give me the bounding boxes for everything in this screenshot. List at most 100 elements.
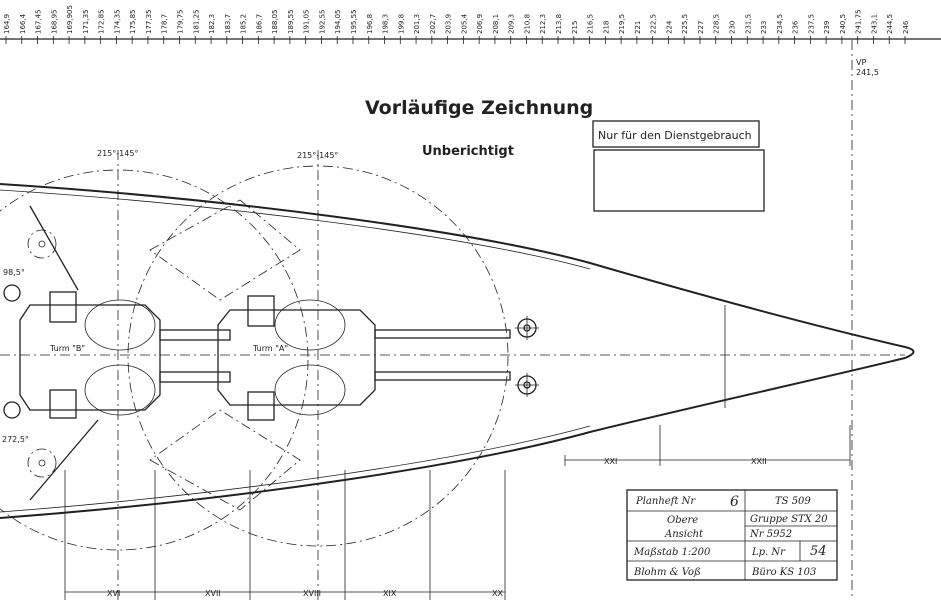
nr-value: Nr 5952 <box>749 529 792 540</box>
ruler-tick-label: 191,05 <box>303 10 311 35</box>
ruler-tick-label: 175,85 <box>129 10 137 35</box>
ruler-tick-label: 243,1 <box>870 14 878 34</box>
obere-label: Obere <box>667 515 698 526</box>
ruler-tick-label: 186,7 <box>255 14 263 34</box>
arc-label-b: 215°-145° <box>97 149 138 158</box>
ruler-tick-label: 227 <box>697 21 705 34</box>
turret-a-barrels <box>374 329 511 381</box>
ansicht-label: Ansicht <box>664 529 704 540</box>
hull-outline <box>0 183 915 519</box>
ts-number: TS 509 <box>775 496 811 507</box>
ruler-tick-label: 239 <box>823 21 831 34</box>
ruler-tick-label: 203,9 <box>445 14 453 34</box>
ruler-tick-label: 169,905 <box>66 5 74 34</box>
gruppe-value: Gruppe STX 20 <box>750 514 828 525</box>
ruler-tick-label: 218 <box>602 21 610 34</box>
ruler-tick-label: 183,7 <box>224 14 232 34</box>
ruler-tick-label: 185,2 <box>240 14 248 34</box>
ruler-tick-label: 236 <box>792 20 800 34</box>
title-block: Planheft Nr 6 TS 509 Obere Ansicht Grupp… <box>626 489 838 581</box>
ruler-tick-label: 201,3 <box>413 14 421 34</box>
vp-label: VP <box>856 58 866 67</box>
ruler-tick-label: 189,55 <box>287 10 295 35</box>
ruler-tick-label: 206,9 <box>476 14 484 34</box>
frame-xvi: XVI <box>107 589 120 598</box>
massstab-label: Maßstab 1:200 <box>633 547 711 558</box>
ruler-tick-label: 181,25 <box>192 10 200 35</box>
ruler-tick-label: 199,8 <box>397 14 405 34</box>
ruler-tick-label: 194,05 <box>334 10 342 35</box>
ruler-tick-label: 192,55 <box>318 10 326 35</box>
stamp-box <box>592 120 760 148</box>
ruler-tick-label: 241,75 <box>855 10 863 35</box>
ruler-tick-label: 240,5 <box>839 14 847 34</box>
frame-xvii: XVII <box>205 589 221 598</box>
frame-xviii: XVIII <box>303 589 321 598</box>
classification-stamp: Nur für den Dienstgebrauch <box>592 120 765 212</box>
ruler-tick-label: 230 <box>729 21 737 34</box>
planheft-number: 6 <box>730 494 739 510</box>
ruler-tick-label: 179,75 <box>176 10 184 35</box>
ruler-tick-label: 234,5 <box>776 14 784 34</box>
ruler-tick-label: 244,5 <box>886 14 894 34</box>
ruler-tick-label: 231,5 <box>744 14 752 34</box>
ruler-tick-label: 215 <box>571 21 579 34</box>
stamp-empty-box <box>593 149 765 212</box>
ruler-tick-label: 219,5 <box>618 14 626 34</box>
ruler-tick-label: 188,05 <box>271 10 279 35</box>
turret-b-barrels <box>159 329 231 383</box>
drawing-subtitle: Unberichtigt <box>422 144 514 159</box>
stamp-text: Nur für den Dienstgebrauch <box>598 129 752 142</box>
arc-turret-b <box>0 169 309 551</box>
ruler-tick-label: 167,45 <box>35 10 43 35</box>
turret-b: Turm "B" <box>19 291 161 419</box>
frame-dimensions-upper: XXI XXII <box>564 425 851 466</box>
ruler-tick-label: 213,8 <box>555 14 563 34</box>
turret-a-label: Turm "A" <box>252 344 288 353</box>
arc-label-a: 215°-145° <box>297 151 338 160</box>
ruler-tick-label: 210,8 <box>523 14 531 34</box>
ruler-tick-label: 166,4 <box>19 13 27 34</box>
ruler-tick-label: 205,4 <box>460 13 468 34</box>
frame-dimensions-lower: XVI XVII XVIII XIX XX <box>64 470 506 600</box>
ruler-tick-label: 221 <box>634 21 642 34</box>
ruler-tick-label: 168,95 <box>50 10 58 35</box>
frame-ruler: 164,9 166,4 167,45 168,95 169,905 171,35 172,8… <box>0 5 941 44</box>
ruler-tick-label: 196,8 <box>366 14 374 34</box>
buero-value: Büro KS 103 <box>751 567 816 578</box>
drawing-title: Vorläufige Zeichnung <box>365 97 593 119</box>
ruler-tick-label: 178,7 <box>161 14 169 34</box>
ruler-tick-label: 233 <box>760 21 768 34</box>
frame-xix: XIX <box>383 589 397 598</box>
ruler-tick-label: 195,55 <box>350 10 358 35</box>
ruler-tick-label: 228,5 <box>713 14 721 34</box>
ruler-tick-label: 202,7 <box>429 14 437 34</box>
ruler-tick-label: 212,3 <box>539 14 547 34</box>
firing-arcs: 215°-145° 215°-145° <box>0 149 509 600</box>
ruler-tick-label: 225,5 <box>681 14 689 34</box>
ruler-tick-label: 224 <box>665 20 673 34</box>
angle-label-top: 98,5° <box>3 268 25 277</box>
vp-marker: VP 241,5 <box>851 40 879 600</box>
ruler-tick-label: 174,35 <box>113 10 121 35</box>
angle-label-bottom: 272,5° <box>2 435 29 444</box>
ruler-tick-label: 172,85 <box>98 10 106 35</box>
muzzle-markers <box>515 316 539 397</box>
planheft-label: Planheft Nr <box>635 496 696 507</box>
turret-a: Turm "A" <box>217 295 376 421</box>
ruler-tick-label: 198,3 <box>382 14 390 34</box>
ruler-tick-label: 216,5 <box>587 14 595 34</box>
lp-number: 54 <box>810 544 827 559</box>
ruler-tick-label: 246 <box>902 20 910 34</box>
frame-xx: XX <box>492 589 503 598</box>
lp-label: Lp. Nr <box>751 547 786 558</box>
ruler-tick-label: 237,5 <box>807 14 815 34</box>
ruler-tick-label: 177,35 <box>145 10 153 35</box>
frame-xxii: XXII <box>751 457 767 466</box>
ruler-tick-label: 222,5 <box>650 14 658 34</box>
ruler-tick-label: 171,35 <box>82 10 90 35</box>
ruler-tick-label: 164,9 <box>3 14 11 34</box>
ruler-tick-label: 208,1 <box>492 14 500 34</box>
frame-xxi: XXI <box>604 457 617 466</box>
firma-label: Blohm & Voß <box>633 567 701 578</box>
